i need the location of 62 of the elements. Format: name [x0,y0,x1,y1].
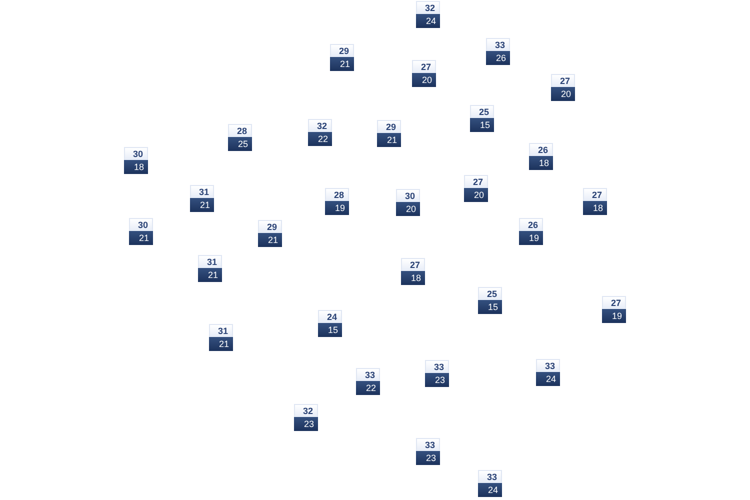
high-temperature: 25 [478,287,502,300]
high-temperature: 28 [228,124,252,137]
low-temperature: 24 [416,14,440,28]
high-temperature: 33 [425,360,449,373]
high-temperature: 33 [536,359,560,372]
high-temperature: 25 [470,105,494,118]
low-temperature: 21 [209,337,233,351]
low-temperature: 23 [425,373,449,387]
high-temperature: 27 [464,175,488,188]
high-temperature: 33 [486,38,510,51]
low-temperature: 21 [377,133,401,147]
low-temperature: 19 [325,201,349,215]
high-temperature: 29 [258,220,282,233]
high-temperature: 26 [529,143,553,156]
low-temperature: 26 [486,51,510,65]
high-temperature: 29 [377,120,401,133]
high-temperature: 31 [198,255,222,268]
low-temperature: 18 [529,156,553,170]
low-temperature: 19 [602,309,626,323]
high-temperature: 27 [602,296,626,309]
low-temperature: 19 [519,231,543,245]
high-temperature: 27 [583,188,607,201]
low-temperature: 21 [330,57,354,71]
high-temperature: 33 [416,438,440,451]
low-temperature: 23 [294,417,318,431]
low-temperature: 21 [258,233,282,247]
high-temperature: 31 [190,185,214,198]
low-temperature: 15 [318,323,342,337]
high-temperature: 27 [401,258,425,271]
high-temperature: 30 [124,147,148,160]
high-temperature: 31 [209,324,233,337]
low-temperature: 25 [228,137,252,151]
high-temperature: 33 [478,470,502,483]
high-temperature: 32 [308,119,332,132]
high-temperature: 28 [325,188,349,201]
high-temperature: 32 [416,1,440,14]
high-temperature: 33 [356,368,380,381]
low-temperature: 24 [536,372,560,386]
low-temperature: 18 [583,201,607,215]
low-temperature: 20 [396,202,420,216]
low-temperature: 21 [190,198,214,212]
low-temperature: 15 [470,118,494,132]
low-temperature: 24 [478,483,502,497]
low-temperature: 22 [308,132,332,146]
low-temperature: 21 [198,268,222,282]
high-temperature: 27 [551,74,575,87]
low-temperature: 22 [356,381,380,395]
low-temperature: 15 [478,300,502,314]
low-temperature: 20 [412,73,436,87]
high-temperature: 30 [396,189,420,202]
high-temperature: 24 [318,310,342,323]
high-temperature: 26 [519,218,543,231]
low-temperature: 21 [129,231,153,245]
high-temperature: 30 [129,218,153,231]
low-temperature: 20 [551,87,575,101]
low-temperature: 20 [464,188,488,202]
high-temperature: 29 [330,44,354,57]
high-temperature: 32 [294,404,318,417]
low-temperature: 23 [416,451,440,465]
low-temperature: 18 [124,160,148,174]
high-temperature: 27 [412,60,436,73]
low-temperature: 18 [401,271,425,285]
